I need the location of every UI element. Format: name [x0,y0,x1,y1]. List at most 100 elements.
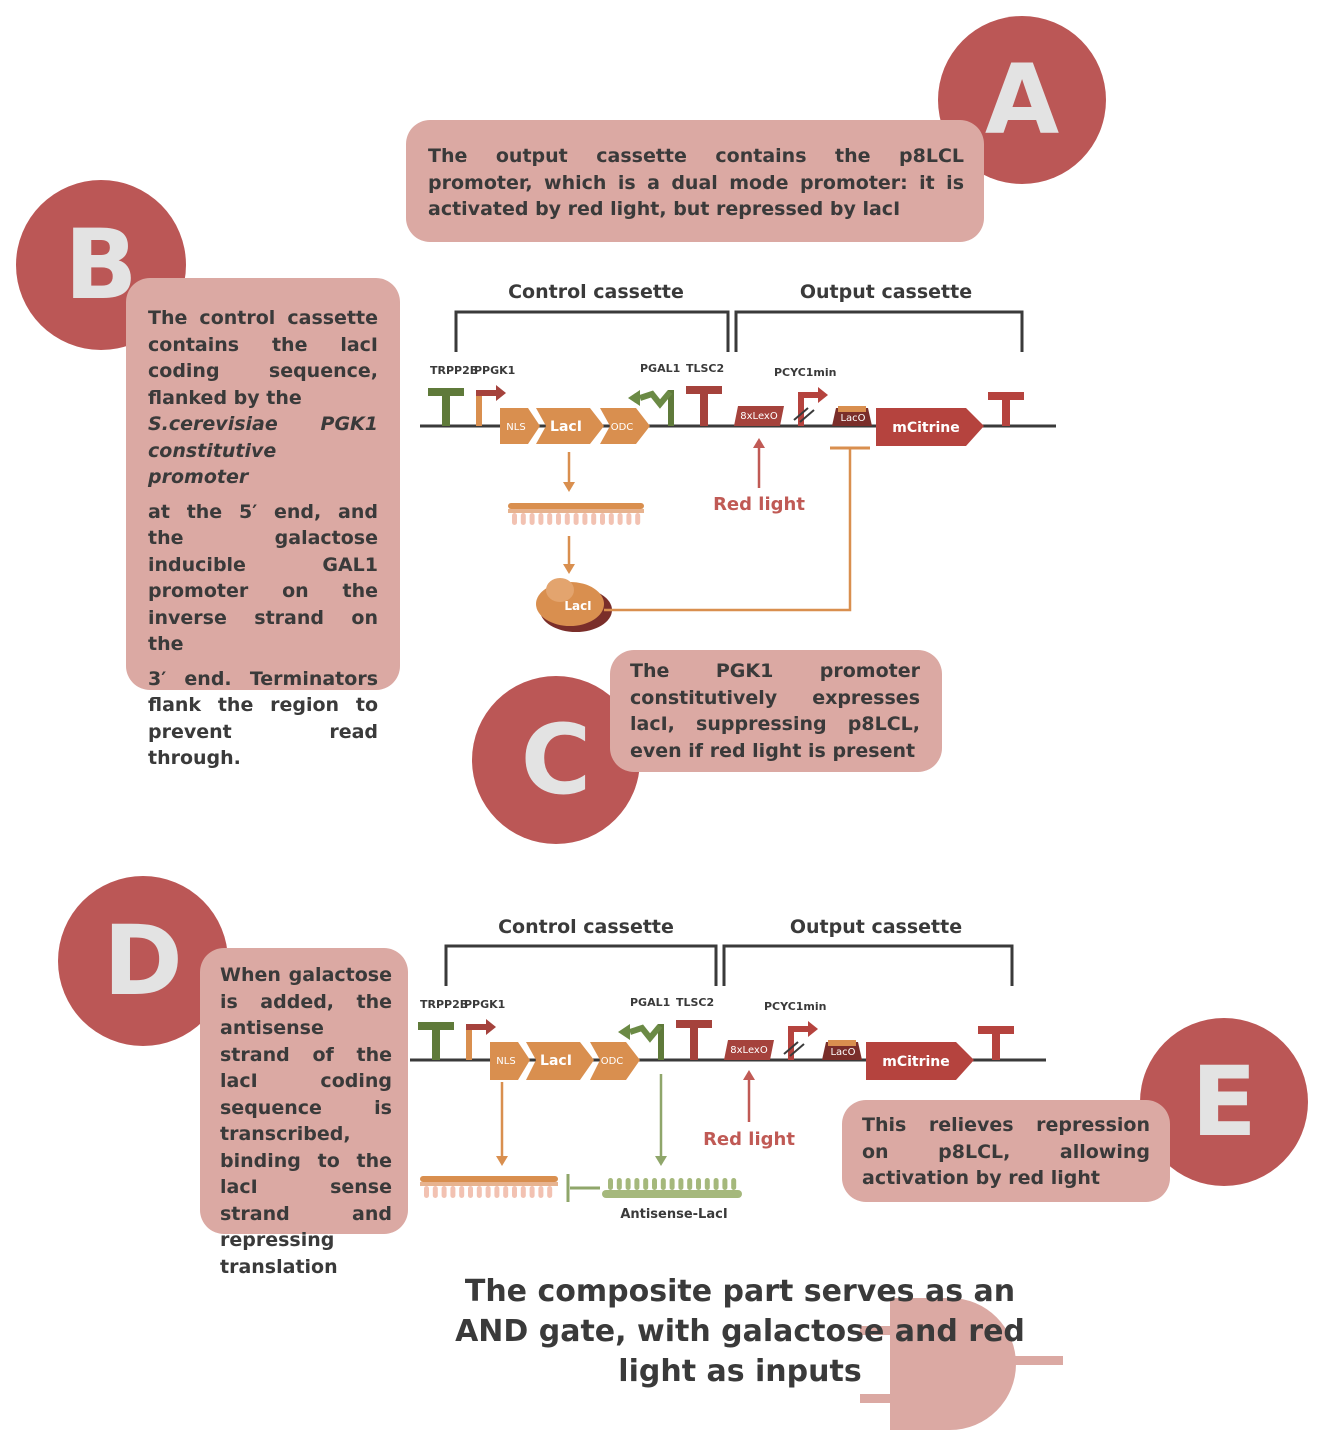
output-cassette-label-2: Output cassette [790,916,962,938]
rna-base [582,513,588,525]
terminator-output-icon [988,392,1024,426]
antisense-laci-label: Antisense-LacI [620,1207,727,1222]
red-light-label-bottom: Red light [703,1129,795,1150]
terminator-lsc2-icon [686,386,722,426]
rna-base [538,513,544,525]
svg-text:mCitrine: mCitrine [882,1054,950,1070]
svg-text:LacO: LacO [830,1047,855,1058]
rna-base [591,513,597,525]
rna-base [556,513,561,525]
panel-a-text: The output cassette contains the p8LCL p… [428,145,964,220]
panel-a-textbox: The output cassette contains the p8LCL p… [406,120,984,242]
panel-d-text: When galactose is added, the antisense s… [220,964,392,1278]
t-lsc2-label-2: TLSC2 [676,996,714,1009]
svg-text:mCitrine: mCitrine [892,420,960,436]
rna-base [616,1178,622,1190]
rna-base [485,1186,491,1198]
panel-b-text-2: S.cerevisiae PGK1 constitutive promoter [148,413,378,488]
gal1-promoter-icon [628,390,674,426]
pgk1-promoter-icon-2 [466,1019,496,1060]
nls-block: NLS [500,408,540,444]
p-pgk1-label-2: PPGK1 [464,998,505,1011]
rna-base [432,1186,438,1198]
rna-base [704,1178,710,1190]
rna-base [503,1186,509,1198]
rna-base [573,513,579,525]
and-gate-icon [860,1298,1063,1430]
pgk1-promoter-icon [476,385,506,426]
mcitrine-block: mCitrine [876,408,984,446]
rna-base [625,1178,631,1190]
panel-c-textbox: The PGK1 promoter constitutively express… [610,650,942,772]
rna-base [600,513,605,525]
rna-base [564,513,570,525]
rna-base [687,1178,693,1190]
rna-base [520,513,526,525]
p-cyc1min-label: PCYC1min [774,366,837,379]
panel-c-text: The PGK1 promoter constitutively express… [630,660,920,762]
panel-b-text-4: 3′ end. Terminators flank the region to … [148,667,378,770]
laci-protein-icon: LacI [536,578,612,632]
mcitrine-block-2: mCitrine [866,1042,974,1080]
rna-base [424,1186,429,1198]
rna-base [617,513,623,525]
panel-e-text: This relieves repression on p8LCL, allow… [862,1114,1150,1189]
terminator-rpp2b-icon [428,388,464,426]
svg-text:8xLexO: 8xLexO [740,411,778,422]
svg-text:LacI: LacI [540,1053,572,1069]
t-lsc2-label: TLSC2 [686,362,724,375]
rna-base [713,1178,719,1190]
rna-base [547,513,553,525]
rna-base [459,1186,465,1198]
rna-base [696,1178,701,1190]
laci-mrna-icon-2 [420,1176,558,1198]
rna-base [512,1186,517,1198]
rna-base [529,1186,535,1198]
rna-base [529,513,535,525]
panel-b-letter: B [64,209,138,321]
laci-mrna-icon [508,503,644,525]
panel-b-text-3: at the 5′ end, and the galactose inducib… [148,500,378,656]
lexo-block-2: 8xLexO [724,1040,774,1060]
nls-block-2: NLS [490,1042,530,1080]
antisense-laci-icon [602,1178,742,1198]
rna-base [520,1186,526,1198]
odc-block: ODC [600,408,650,444]
terminator-rpp2b-icon-2 [418,1022,454,1060]
panel-e-circle: E [1140,1018,1308,1186]
rna-base [450,1186,456,1198]
svg-text:ODC: ODC [601,1056,624,1067]
panel-b-textbox: The control cassette contains the lacI c… [126,278,400,769]
rna-base [608,513,614,525]
output-cassette-label: Output cassette [800,281,972,303]
bottom-genetic-circuit: Control cassette Output cassette TRPP2B … [410,916,1046,1222]
svg-text:8xLexO: 8xLexO [730,1045,768,1056]
terminator-lsc2-icon-2 [676,1020,712,1060]
rna-base [547,1186,553,1198]
rna-base [512,513,517,525]
control-cassette-label-2: Control cassette [498,916,674,938]
rna-base [722,1178,728,1190]
rna-base [669,1178,675,1190]
rna-base [635,513,641,525]
p-cyc1min-label-2: PCYC1min [764,1000,827,1013]
rna-base [634,1178,640,1190]
rna-base [476,1186,482,1198]
rna-base [660,1178,666,1190]
laco-block: LacO [832,406,872,426]
lexo-block: 8xLexO [734,406,784,426]
rna-base [468,1186,473,1198]
laci-block: LacI [536,408,604,444]
t-rpp2b-label-2: TRPP2B [420,998,468,1011]
p-pgk1-label: PPGK1 [474,364,515,377]
rna-base [678,1178,684,1190]
odc-block-2: ODC [590,1042,640,1080]
p-gal1-label: PGAL1 [640,362,680,375]
svg-text:LacI: LacI [550,419,582,435]
panel-b-text-1: The control cassette contains the lacI c… [148,307,378,409]
panel-d-textbox: When galactose is added, the antisense s… [200,948,408,1278]
rna-base [538,1186,544,1198]
top-genetic-circuit: Control cassette Output cassette TRPP2B … [420,281,1056,632]
p-gal1-label-2: PGAL1 [630,996,670,1009]
panel-d-circle: D [58,876,228,1046]
